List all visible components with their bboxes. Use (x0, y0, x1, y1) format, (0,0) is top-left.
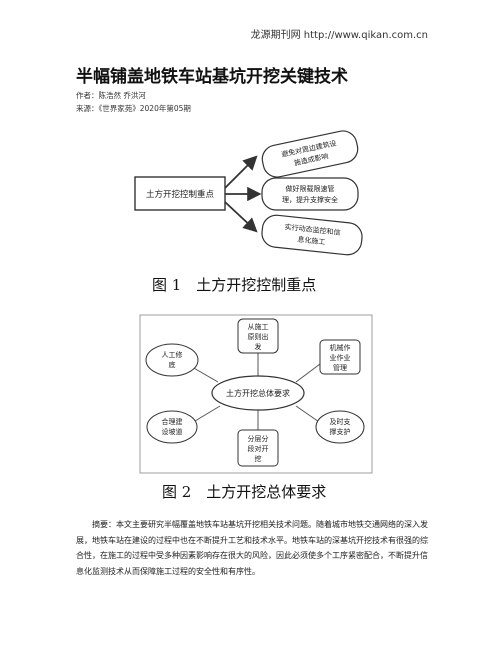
fig1-item-2-box (261, 177, 359, 211)
fig1-arrow-1 (224, 155, 258, 189)
fig2-right-line-2: 业作业 (330, 353, 351, 362)
fig2-right-line-1: 机械作 (330, 343, 351, 352)
fig1-item-2-line-1: 做好限载限速管 (286, 184, 335, 193)
fig2-bottom-right-ellipse (315, 410, 365, 444)
fig2-bottom-right-line-1: 及时支 (330, 417, 351, 426)
site-header: 龙源期刊网 http://www.qikan.com.cn (250, 30, 428, 41)
fig2-bottom-left-line-1: 合理建 (162, 417, 183, 426)
fig2-link-right (295, 363, 321, 383)
fig2-bottom-box (237, 429, 279, 467)
fig1-center-box (134, 176, 226, 211)
fig1-item-3-line-2: 息化施工 (297, 235, 326, 247)
fig2-right-line-3: 管理 (333, 363, 347, 372)
fig1-item-1-box (261, 130, 359, 178)
abstract-text: 本文主要研究半幅覆盖地铁车站基坑开挖相关技术问题。随着城市地铁交通网络的深入发展… (76, 520, 428, 576)
fig2-center-ellipse (211, 375, 305, 411)
fig2-left-line-1: 人工修 (162, 350, 183, 359)
fig1-arrow-3 (224, 201, 258, 233)
source-line: 来源：《世界家苑》2020年第05期 (76, 104, 191, 113)
figure-1-caption: 图 1 土方开挖控制重点 (152, 276, 317, 294)
fig2-left-ellipse (145, 343, 199, 377)
abstract-label: 摘要： (92, 520, 116, 529)
fig2-bottom-right-line-2: 撑支护 (330, 427, 351, 436)
author-line: 作者：陈浩然 乔洪河 (76, 91, 146, 100)
fig1-item-3-box (261, 214, 363, 256)
fig2-link-left (191, 366, 219, 383)
fig2-right-box (319, 339, 361, 375)
fig2-top-line-1: 从施工 (248, 322, 269, 331)
article-title: 半幅铺盖地铁车站基坑开挖关键技术 (76, 67, 348, 87)
fig1-center-label: 土方开挖控制重点 (146, 189, 215, 200)
fig2-bottom-left-ellipse (146, 410, 198, 444)
figure-2-caption: 图 2 土方开挖总体要求 (162, 483, 327, 501)
fig2-bottom-left-line-2: 设坡道 (162, 427, 183, 436)
figure-1-diagram: 土方开挖控制重点 避免对周边建筑设 施造成影响 做好限载限速管 理，提升支撑安全… (134, 130, 363, 256)
fig1-item-2-line-2: 理，提升支撑安全 (282, 195, 338, 204)
fig2-bottom-line-2: 段对开 (248, 444, 269, 453)
abstract-paragraph: 摘要：本文主要研究半幅覆盖地铁车站基坑开挖相关技术问题。随着城市地铁交通网络的深… (76, 517, 428, 579)
fig2-top-box (237, 318, 279, 354)
fig2-top-line-3: 发 (255, 342, 262, 351)
fig2-bottom-line-1: 分层分 (248, 434, 269, 443)
fig2-bottom-line-3: 挖 (255, 454, 262, 463)
fig2-left-line-2: 底 (169, 360, 176, 369)
figure-2-diagram: 土方开挖总体要求 从施工 原则出 发 人工修 底 机械作 业作业 管理 合理建 … (139, 314, 373, 474)
fig2-top-line-2: 原则出 (248, 332, 269, 341)
fig2-center-label: 土方开挖总体要求 (226, 388, 290, 398)
